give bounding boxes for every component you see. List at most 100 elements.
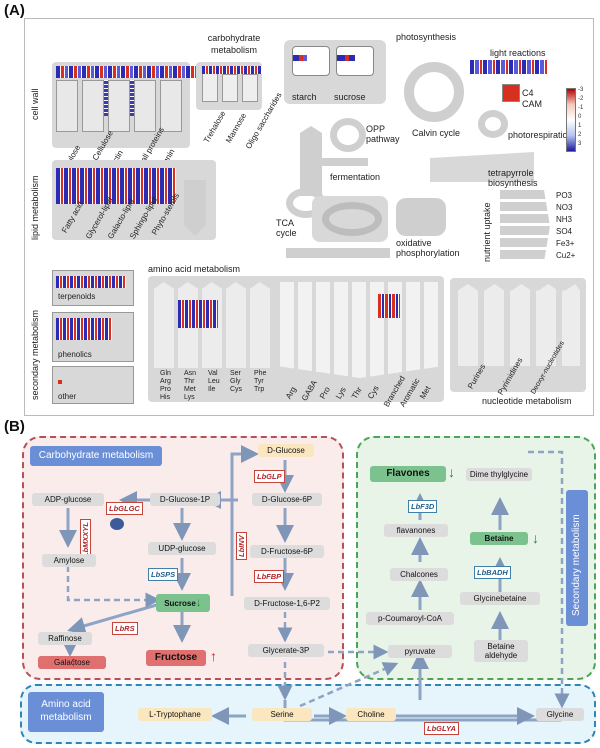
node-raffinose: Raffinose	[38, 632, 92, 646]
cell-wall-heatmap	[56, 66, 242, 78]
enzyme-lbfbp: LbFBP	[254, 570, 285, 583]
photorespiration-label: photorespiration	[508, 130, 573, 140]
node-pyruvate: pyruvate	[388, 645, 452, 659]
aa-0-2: Pro	[160, 386, 171, 393]
tca-inner-ring	[322, 202, 382, 236]
panel-a-label: (A)	[4, 2, 25, 19]
node-chalcones: Chalcones	[390, 568, 448, 582]
lipid-arrow	[184, 180, 206, 236]
aa-2-2: Ile	[208, 386, 216, 393]
calvin-label: Calvin cycle	[412, 128, 461, 138]
node-fructose: Fructose	[146, 650, 206, 666]
enzyme-lbsps: LbSPS	[148, 568, 179, 581]
enzyme-lbf3d: LbF3D	[408, 500, 438, 513]
legend-3: 0	[578, 114, 582, 120]
aa-1-3: Lys	[184, 394, 195, 401]
carb-bar-3	[242, 74, 258, 102]
betaine-label: Betaine	[484, 534, 514, 543]
enzyme-lbbadh: LbBADH	[474, 566, 511, 579]
opp-label: OPP pathway	[366, 124, 400, 144]
fermentation-arrow	[300, 126, 322, 196]
panel-b-label: (B)	[4, 418, 25, 435]
legend-labels: -3 -2 -1 0 1 2 3	[578, 86, 583, 149]
starch-label: starch	[292, 92, 317, 102]
amino-degr-heat	[378, 294, 400, 318]
light-reactions-heat	[470, 60, 548, 74]
carb-region-title: Carbohydrate metabolism	[30, 446, 162, 466]
enzyme-lbglya: LbGLYA	[424, 722, 459, 735]
phenolics-label: phenolics	[58, 350, 92, 359]
aa-1-2: Met	[184, 386, 196, 393]
fructose-up-arrow: ↑	[210, 648, 217, 664]
enzyme-lbglgc: LbGLGC	[106, 502, 143, 515]
node-d-glucose-6p: D-Glucose-6P	[252, 493, 322, 507]
node-flavanones: flavanones	[384, 524, 448, 538]
node-d-glucose: D-Glucose	[258, 444, 314, 458]
cam-label: CAM	[522, 99, 542, 109]
aa-0-0: Gln	[160, 370, 171, 377]
terpenoids-heat	[56, 276, 126, 288]
amino-group-2: Val Leu Ile	[208, 370, 220, 394]
lipid-heatmap	[56, 168, 176, 204]
aa-0-1: Arg	[160, 378, 171, 385]
other-label: other	[58, 392, 77, 401]
amino-region-title: Amino acid metabolism	[28, 692, 104, 732]
node-d-glucose-1p: D-Glucose-1P	[150, 493, 220, 507]
light-reactions-label: light reactions	[490, 48, 546, 58]
legend-6: 3	[578, 141, 582, 147]
tetrapyrrole-label: tetrapyrrole biosynthesis	[488, 168, 538, 188]
photoresp-ring	[478, 110, 508, 138]
fermentation-bar	[320, 158, 368, 166]
oxphos-shape	[396, 198, 446, 236]
amino-group-1: Asn Thr Met Lys	[184, 370, 196, 402]
node-amylose: Amylose	[42, 554, 96, 568]
node-dimethylglycine: Dime thylglycine	[466, 468, 532, 482]
nutrient-1: NO3	[556, 203, 573, 212]
node-choline: Choline	[346, 708, 396, 722]
legend-0: -3	[578, 87, 584, 93]
galactose-label: Galactose	[53, 658, 91, 667]
aa-4-1: Tyr	[254, 378, 264, 385]
aa-3-0: Ser	[230, 370, 241, 377]
node-d-fructose-16p2: D-Fructose-1,6-P2	[244, 597, 330, 611]
carb-label: carbohydrate metabolism	[207, 33, 261, 55]
cell-wall-bars	[56, 80, 184, 132]
c4-label: C4	[522, 88, 534, 98]
fermentation-label: fermentation	[330, 172, 381, 182]
enzyme-lbglp: LbGLP	[254, 470, 285, 483]
aa-3-1: Gly	[230, 378, 241, 385]
enzyme-lbrs: LbRS	[112, 622, 138, 635]
nutrient-arrows	[500, 190, 550, 262]
legend-4: 1	[578, 123, 582, 129]
fructose-label: Fructose	[154, 652, 198, 663]
nutrient-5: Cu2+	[556, 251, 576, 260]
amino-group-0: Gln Arg Pro His	[160, 370, 171, 402]
node-galactose: Galactose	[38, 656, 106, 670]
other-cell	[58, 380, 62, 384]
color-legend	[566, 88, 576, 152]
node-d-fructose-6p: D-Fructose-6P	[250, 545, 324, 559]
aa-1-0: Asn	[184, 370, 197, 377]
aa-2-0: Val	[208, 370, 218, 377]
sucrose-label: sucrose	[334, 92, 366, 102]
opp-ring	[330, 118, 366, 152]
node-l-tryptophane: L-Tryptophane	[138, 708, 212, 722]
amino-group-4: Phe Tyr Trp	[254, 370, 266, 394]
oxphos-label: oxidative phosphorylation	[396, 238, 460, 258]
aa-1-1: Thr	[184, 378, 195, 385]
aa-2-1: Leu	[208, 378, 220, 385]
sucrose-cell	[336, 46, 374, 76]
node-flavones: Flavones	[370, 466, 446, 482]
aa-4-2: Trp	[254, 386, 265, 393]
enzyme-icon	[110, 518, 124, 530]
calvin-ring	[404, 62, 464, 122]
phenolics-heat	[56, 318, 112, 340]
legend-1: -2	[578, 96, 584, 102]
enzyme-lbinv: LbINV	[236, 532, 247, 560]
galactose-up-arrow: ↑	[70, 653, 77, 669]
carb-heat	[202, 66, 262, 74]
secondary-region-title	[566, 490, 588, 626]
legend-2: -1	[578, 105, 584, 111]
starch-cell	[292, 46, 330, 76]
node-glycine: Glycine	[536, 708, 584, 722]
